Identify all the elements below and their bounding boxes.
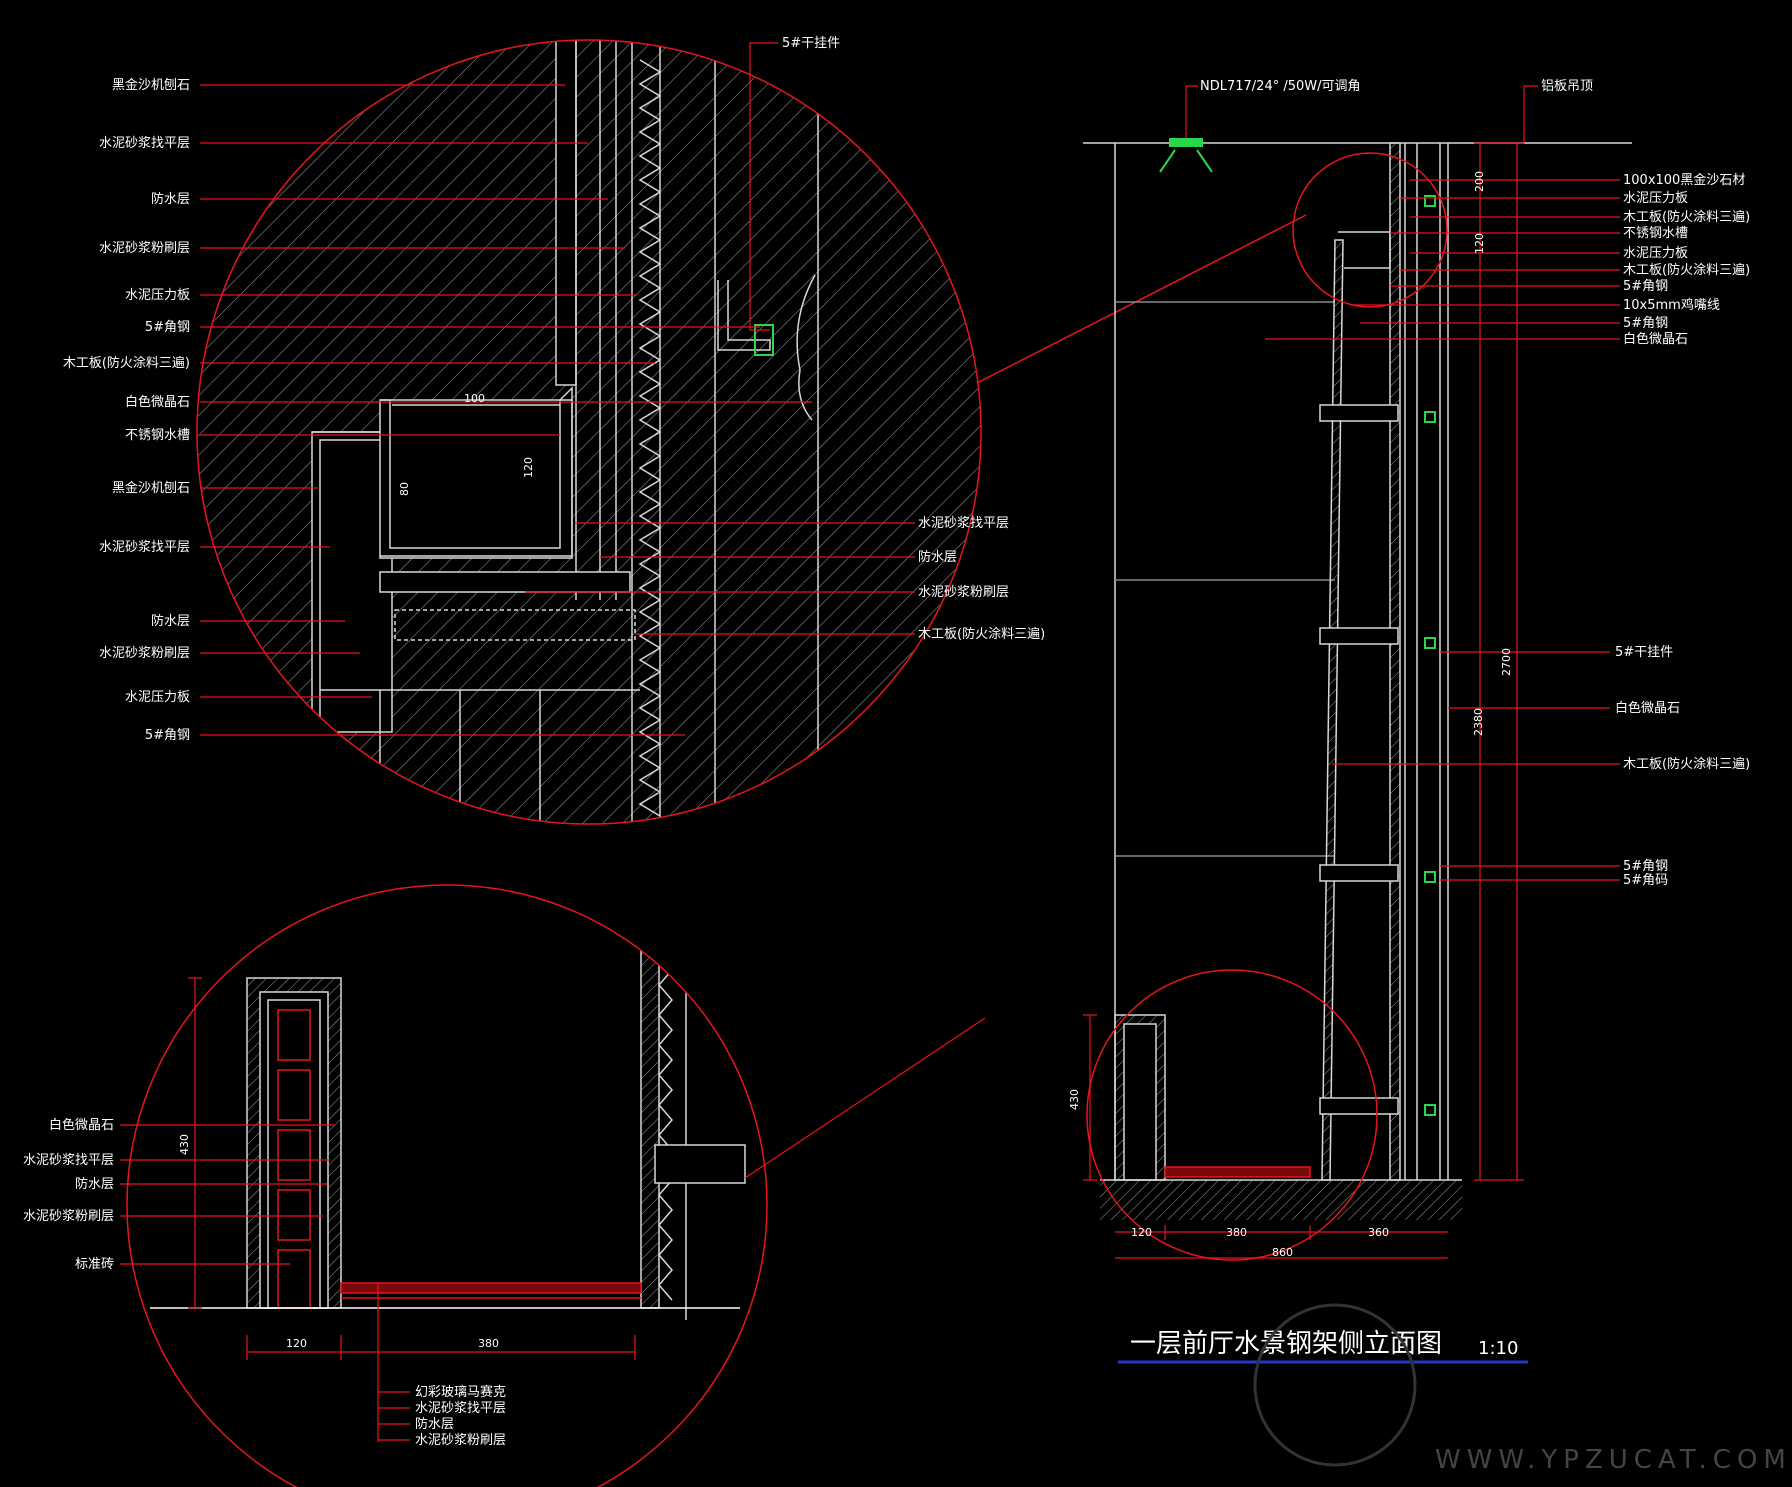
dim: 860 (1272, 1246, 1293, 1259)
dim: 100 (464, 392, 485, 405)
drawing-scale: 1:10 (1478, 1338, 1518, 1359)
watermark-url: WWW.YPZUCAT.COM (1435, 1445, 1792, 1475)
detail-top-left-right-labels: 水泥砂浆找平层 防水层 水泥砂浆粉刷层 木工板(防火涂料三遍) 5#干挂件 (782, 36, 1045, 642)
elevation: NDL717/24° /50W/可调角 铝板吊顶 100x100黑金沙石材 水泥… (1068, 79, 1750, 1261)
elevation-right-labels: 100x100黑金沙石材 水泥压力板 木工板(防火涂料三遍) 不锈钢水槽 水泥压… (1615, 172, 1750, 888)
label: 5#角钢 (145, 320, 190, 335)
label: 水泥砂浆粉刷层 (99, 646, 190, 661)
detail-bottom-left-dims: 430 120 380 (178, 1134, 499, 1350)
label: 白色微晶石 (1623, 331, 1688, 347)
label: 水泥砂浆找平层 (23, 1153, 114, 1168)
callout-circle-bottom (1086, 969, 1378, 1261)
detail-bottom-left-boundary (126, 884, 768, 1487)
detail-bottom-left-bottom-labels: 幻彩玻璃马赛克 水泥砂浆找平层 防水层 水泥砂浆粉刷层 (415, 1384, 506, 1448)
dim: 380 (478, 1337, 499, 1350)
dim: 120 (1131, 1226, 1152, 1239)
label: 水泥砂浆找平层 (415, 1401, 506, 1416)
detail-bottom-left-left-labels: 白色微晶石 水泥砂浆找平层 防水层 水泥砂浆粉刷层 标准砖 (23, 1117, 114, 1272)
label: 水泥砂浆找平层 (918, 516, 1009, 531)
callout-circle-top (1292, 152, 1448, 308)
label: 水泥压力板 (1623, 191, 1688, 206)
drawing-title: 一层前厅水景钢架侧立面图 (1130, 1329, 1442, 1359)
label: 防水层 (151, 191, 190, 207)
label: 5#角钢 (1623, 279, 1668, 294)
label: 木工板(防火涂料三遍) (1623, 756, 1750, 772)
dim: 430 (178, 1134, 191, 1155)
dry-hanging-fixing-icon (754, 324, 774, 356)
label: 5#角钢 (1623, 859, 1668, 874)
label: 白色微晶石 (49, 1117, 114, 1133)
dim: 120 (286, 1337, 307, 1350)
label: 水泥压力板 (125, 690, 190, 705)
dim: 200 (1473, 171, 1486, 192)
label: 水泥压力板 (125, 288, 190, 303)
elevation-dims: 200 120 2700 2380 430 120 380 360 860 (1068, 171, 1513, 1259)
label: 水泥压力板 (1623, 246, 1688, 261)
label: 防水层 (151, 613, 190, 629)
dim: 80 (398, 482, 411, 496)
label: 防水层 (918, 549, 957, 565)
detail-bottom-left: 白色微晶石 水泥砂浆找平层 防水层 水泥砂浆粉刷层 标准砖 幻彩玻璃马赛克 水泥… (23, 884, 986, 1487)
label: 幻彩玻璃马赛克 (415, 1384, 506, 1400)
callout-connector (976, 214, 1307, 384)
label: 5#干挂件 (1615, 645, 1673, 660)
dim: 2700 (1500, 648, 1513, 676)
label: 木工板(防火涂料三遍) (918, 626, 1045, 642)
label: 水泥砂浆粉刷层 (23, 1209, 114, 1224)
watermark: WWW.YPZUCAT.COM (1253, 1303, 1792, 1475)
label: 白色微晶石 (1615, 700, 1680, 716)
label: 木工板(防火涂料三遍) (63, 355, 190, 371)
label: 铝板吊顶 (1541, 79, 1593, 94)
wall-layer-void (555, 40, 577, 386)
label: 10x5mm鸡嘴线 (1623, 297, 1720, 313)
label: 黑金沙机刨石 (112, 480, 190, 496)
dim: 430 (1068, 1089, 1081, 1110)
label: 防水层 (415, 1416, 454, 1432)
dim: 120 (1473, 233, 1486, 254)
detail-top-left-hatch (197, 40, 981, 824)
label: 100x100黑金沙石材 (1623, 172, 1745, 188)
dim: 360 (1368, 1226, 1389, 1239)
detail-top-left-boundary (196, 39, 982, 825)
label: 白色微晶石 (125, 394, 190, 410)
detail-top-left-dims: 100 120 80 (398, 392, 535, 496)
drawing-title-block: 一层前厅水景钢架侧立面图 1:10 (1118, 1329, 1528, 1364)
label: 5#角钢 (145, 728, 190, 743)
label: 水泥砂浆找平层 (99, 540, 190, 555)
label: 水泥砂浆粉刷层 (99, 241, 190, 256)
label: 水泥砂浆粉刷层 (918, 585, 1009, 600)
dim: 2380 (1472, 708, 1485, 736)
label: 防水层 (75, 1176, 114, 1192)
elevation-top-labels: NDL717/24° /50W/可调角 铝板吊顶 (1200, 79, 1593, 94)
label: 水泥砂浆找平层 (99, 136, 190, 151)
label: 木工板(防火涂料三遍) (1623, 209, 1750, 225)
label: NDL717/24° /50W/可调角 (1200, 79, 1361, 94)
detail-top-left-left-labels: 黑金沙机刨石 水泥砂浆找平层 防水层 水泥砂浆粉刷层 水泥压力板 5#角钢 木工… (63, 77, 190, 743)
label: 5#角钢 (1623, 316, 1668, 331)
label: 5#角码 (1623, 873, 1668, 888)
detail-top-left: 黑金沙机刨石 水泥砂浆找平层 防水层 水泥砂浆粉刷层 水泥压力板 5#角钢 木工… (63, 36, 1307, 825)
label: 黑金沙机刨石 (112, 77, 190, 93)
watermark-logo-icon (1253, 1303, 1417, 1467)
label: 标准砖 (75, 1257, 114, 1272)
label: 水泥砂浆粉刷层 (415, 1433, 506, 1448)
label: 不锈钢水槽 (1623, 226, 1688, 241)
label: 5#干挂件 (782, 36, 840, 51)
dim: 120 (522, 457, 535, 478)
label: 木工板(防火涂料三遍) (1623, 262, 1750, 278)
label: 不锈钢水槽 (125, 428, 190, 443)
dim: 380 (1226, 1226, 1247, 1239)
